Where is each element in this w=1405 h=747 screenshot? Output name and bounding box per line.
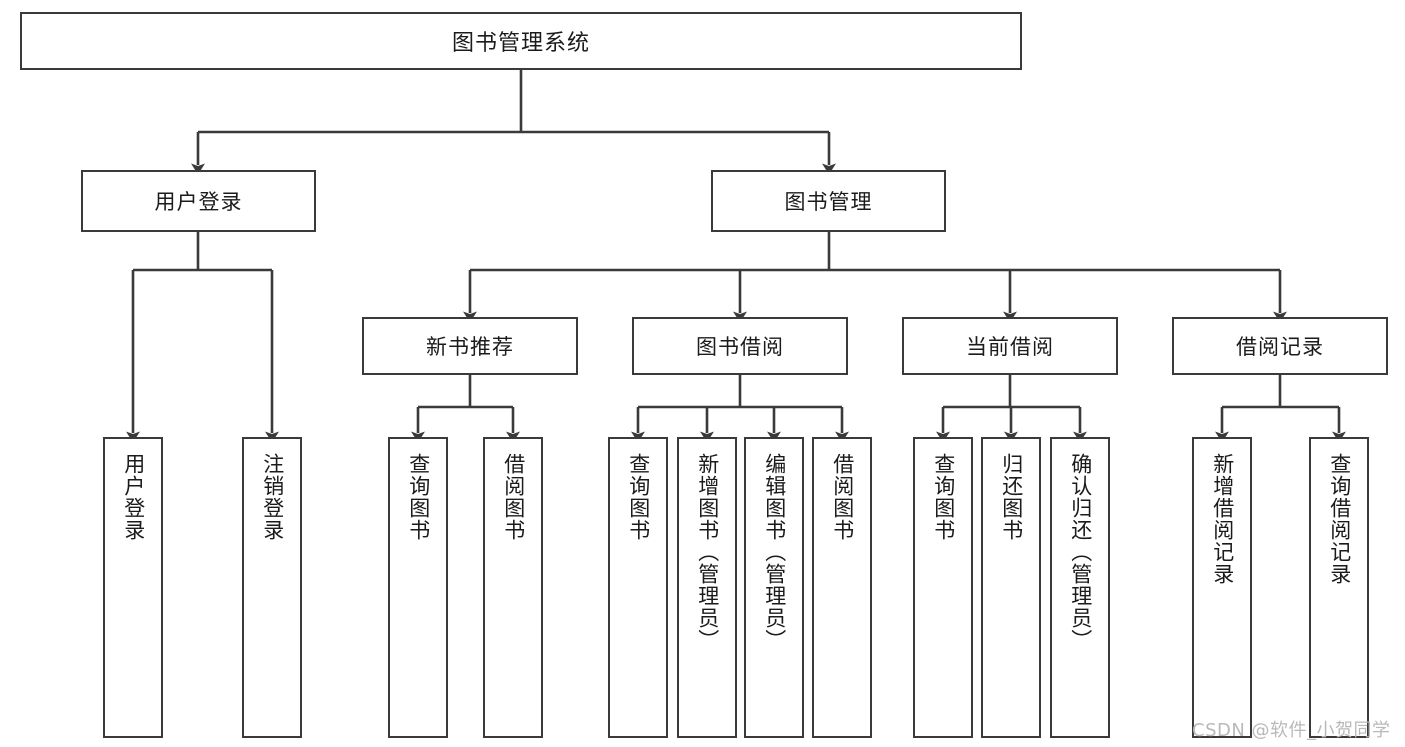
node-root-system[interactable]: 图书管理系统 bbox=[20, 12, 1022, 70]
node-current-borrow[interactable]: 当前借阅 bbox=[902, 317, 1118, 375]
leaf-label: 归还图书 bbox=[999, 453, 1024, 541]
leaf-label: 查询图书 bbox=[626, 453, 651, 541]
node-label: 借阅记录 bbox=[1236, 335, 1324, 359]
leaf-label: 查询图书 bbox=[931, 453, 956, 541]
node-label: 用户登录 bbox=[154, 190, 243, 214]
leaf-borrow-edit-book-admin[interactable]: 编辑图书（管理员） bbox=[744, 437, 804, 738]
leaf-user-login[interactable]: 用户登录 bbox=[103, 437, 163, 738]
watermark-text: CSDN @软件_小贺同学 bbox=[1192, 720, 1391, 741]
leaf-current-query-book[interactable]: 查询图书 bbox=[913, 437, 973, 738]
leaf-newbook-borrow-book[interactable]: 借阅图书 bbox=[483, 437, 543, 738]
node-label: 图书管理 bbox=[784, 190, 873, 214]
leaf-newbook-query-book[interactable]: 查询图书 bbox=[388, 437, 448, 738]
leaf-current-return-book[interactable]: 归还图书 bbox=[981, 437, 1041, 738]
leaf-label: 用户登录 bbox=[121, 453, 146, 541]
leaf-label: 查询借阅记录 bbox=[1327, 453, 1352, 585]
leaf-label: 查询图书 bbox=[406, 453, 431, 541]
leaf-label: 新增图书（管理员） bbox=[695, 453, 720, 651]
node-new-book-recommend[interactable]: 新书推荐 bbox=[362, 317, 578, 375]
leaf-label: 确认归还（管理员） bbox=[1068, 453, 1093, 651]
leaf-records-add-record[interactable]: 新增借阅记录 bbox=[1192, 437, 1252, 738]
leaf-records-query-record[interactable]: 查询借阅记录 bbox=[1309, 437, 1369, 738]
leaf-current-confirm-return-admin[interactable]: 确认归还（管理员） bbox=[1050, 437, 1110, 738]
leaf-label: 注销登录 bbox=[260, 453, 285, 541]
node-label: 新书推荐 bbox=[426, 335, 514, 359]
leaf-label: 借阅图书 bbox=[501, 453, 526, 541]
leaf-borrow-query-book[interactable]: 查询图书 bbox=[608, 437, 668, 738]
node-label: 图书借阅 bbox=[696, 335, 784, 359]
leaf-borrow-borrow-book[interactable]: 借阅图书 bbox=[812, 437, 872, 738]
node-user-login[interactable]: 用户登录 bbox=[81, 170, 316, 232]
node-book-management[interactable]: 图书管理 bbox=[711, 170, 946, 232]
leaf-label: 新增借阅记录 bbox=[1210, 453, 1235, 585]
leaf-logout[interactable]: 注销登录 bbox=[242, 437, 302, 738]
node-label: 当前借阅 bbox=[966, 335, 1054, 359]
leaf-borrow-add-book-admin[interactable]: 新增图书（管理员） bbox=[677, 437, 737, 738]
node-borrow-records[interactable]: 借阅记录 bbox=[1172, 317, 1388, 375]
node-label: 图书管理系统 bbox=[451, 31, 590, 56]
leaf-label: 借阅图书 bbox=[830, 453, 855, 541]
leaf-label: 编辑图书（管理员） bbox=[762, 453, 787, 651]
node-book-borrow[interactable]: 图书借阅 bbox=[632, 317, 848, 375]
